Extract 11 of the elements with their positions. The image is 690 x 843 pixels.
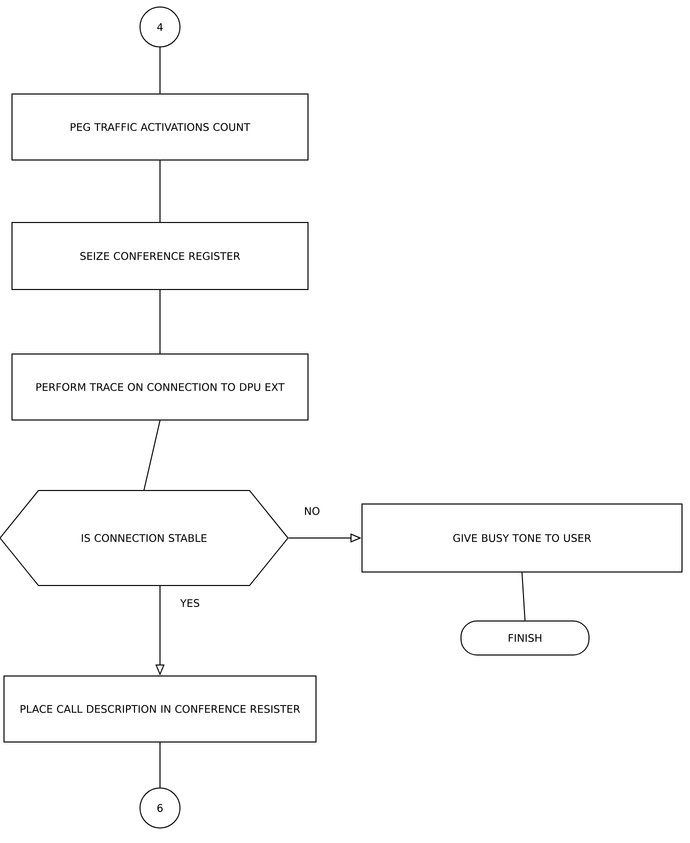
connector-line — [144, 420, 160, 490]
decision-hexagon: IS CONNECTION STABLE — [0, 490, 289, 586]
edge-label: NO — [302, 506, 322, 516]
process-box: PEG TRAFFIC ACTIVATIONS COUNT — [12, 94, 308, 160]
process-box: PERFORM TRACE ON CONNECTION TO DPU EXT — [12, 354, 308, 420]
connector-line — [522, 572, 526, 621]
process-box: PLACE CALL DESCRIPTION IN CONFERENCE RESISTER — [4, 676, 316, 742]
edge-label: YES — [179, 598, 201, 608]
process-box: GIVE BUSY TONE TO USER — [362, 504, 682, 572]
process-box: SEIZE CONFERENCE REGISTER — [12, 222, 308, 290]
terminal-box: FINISH — [460, 620, 590, 656]
